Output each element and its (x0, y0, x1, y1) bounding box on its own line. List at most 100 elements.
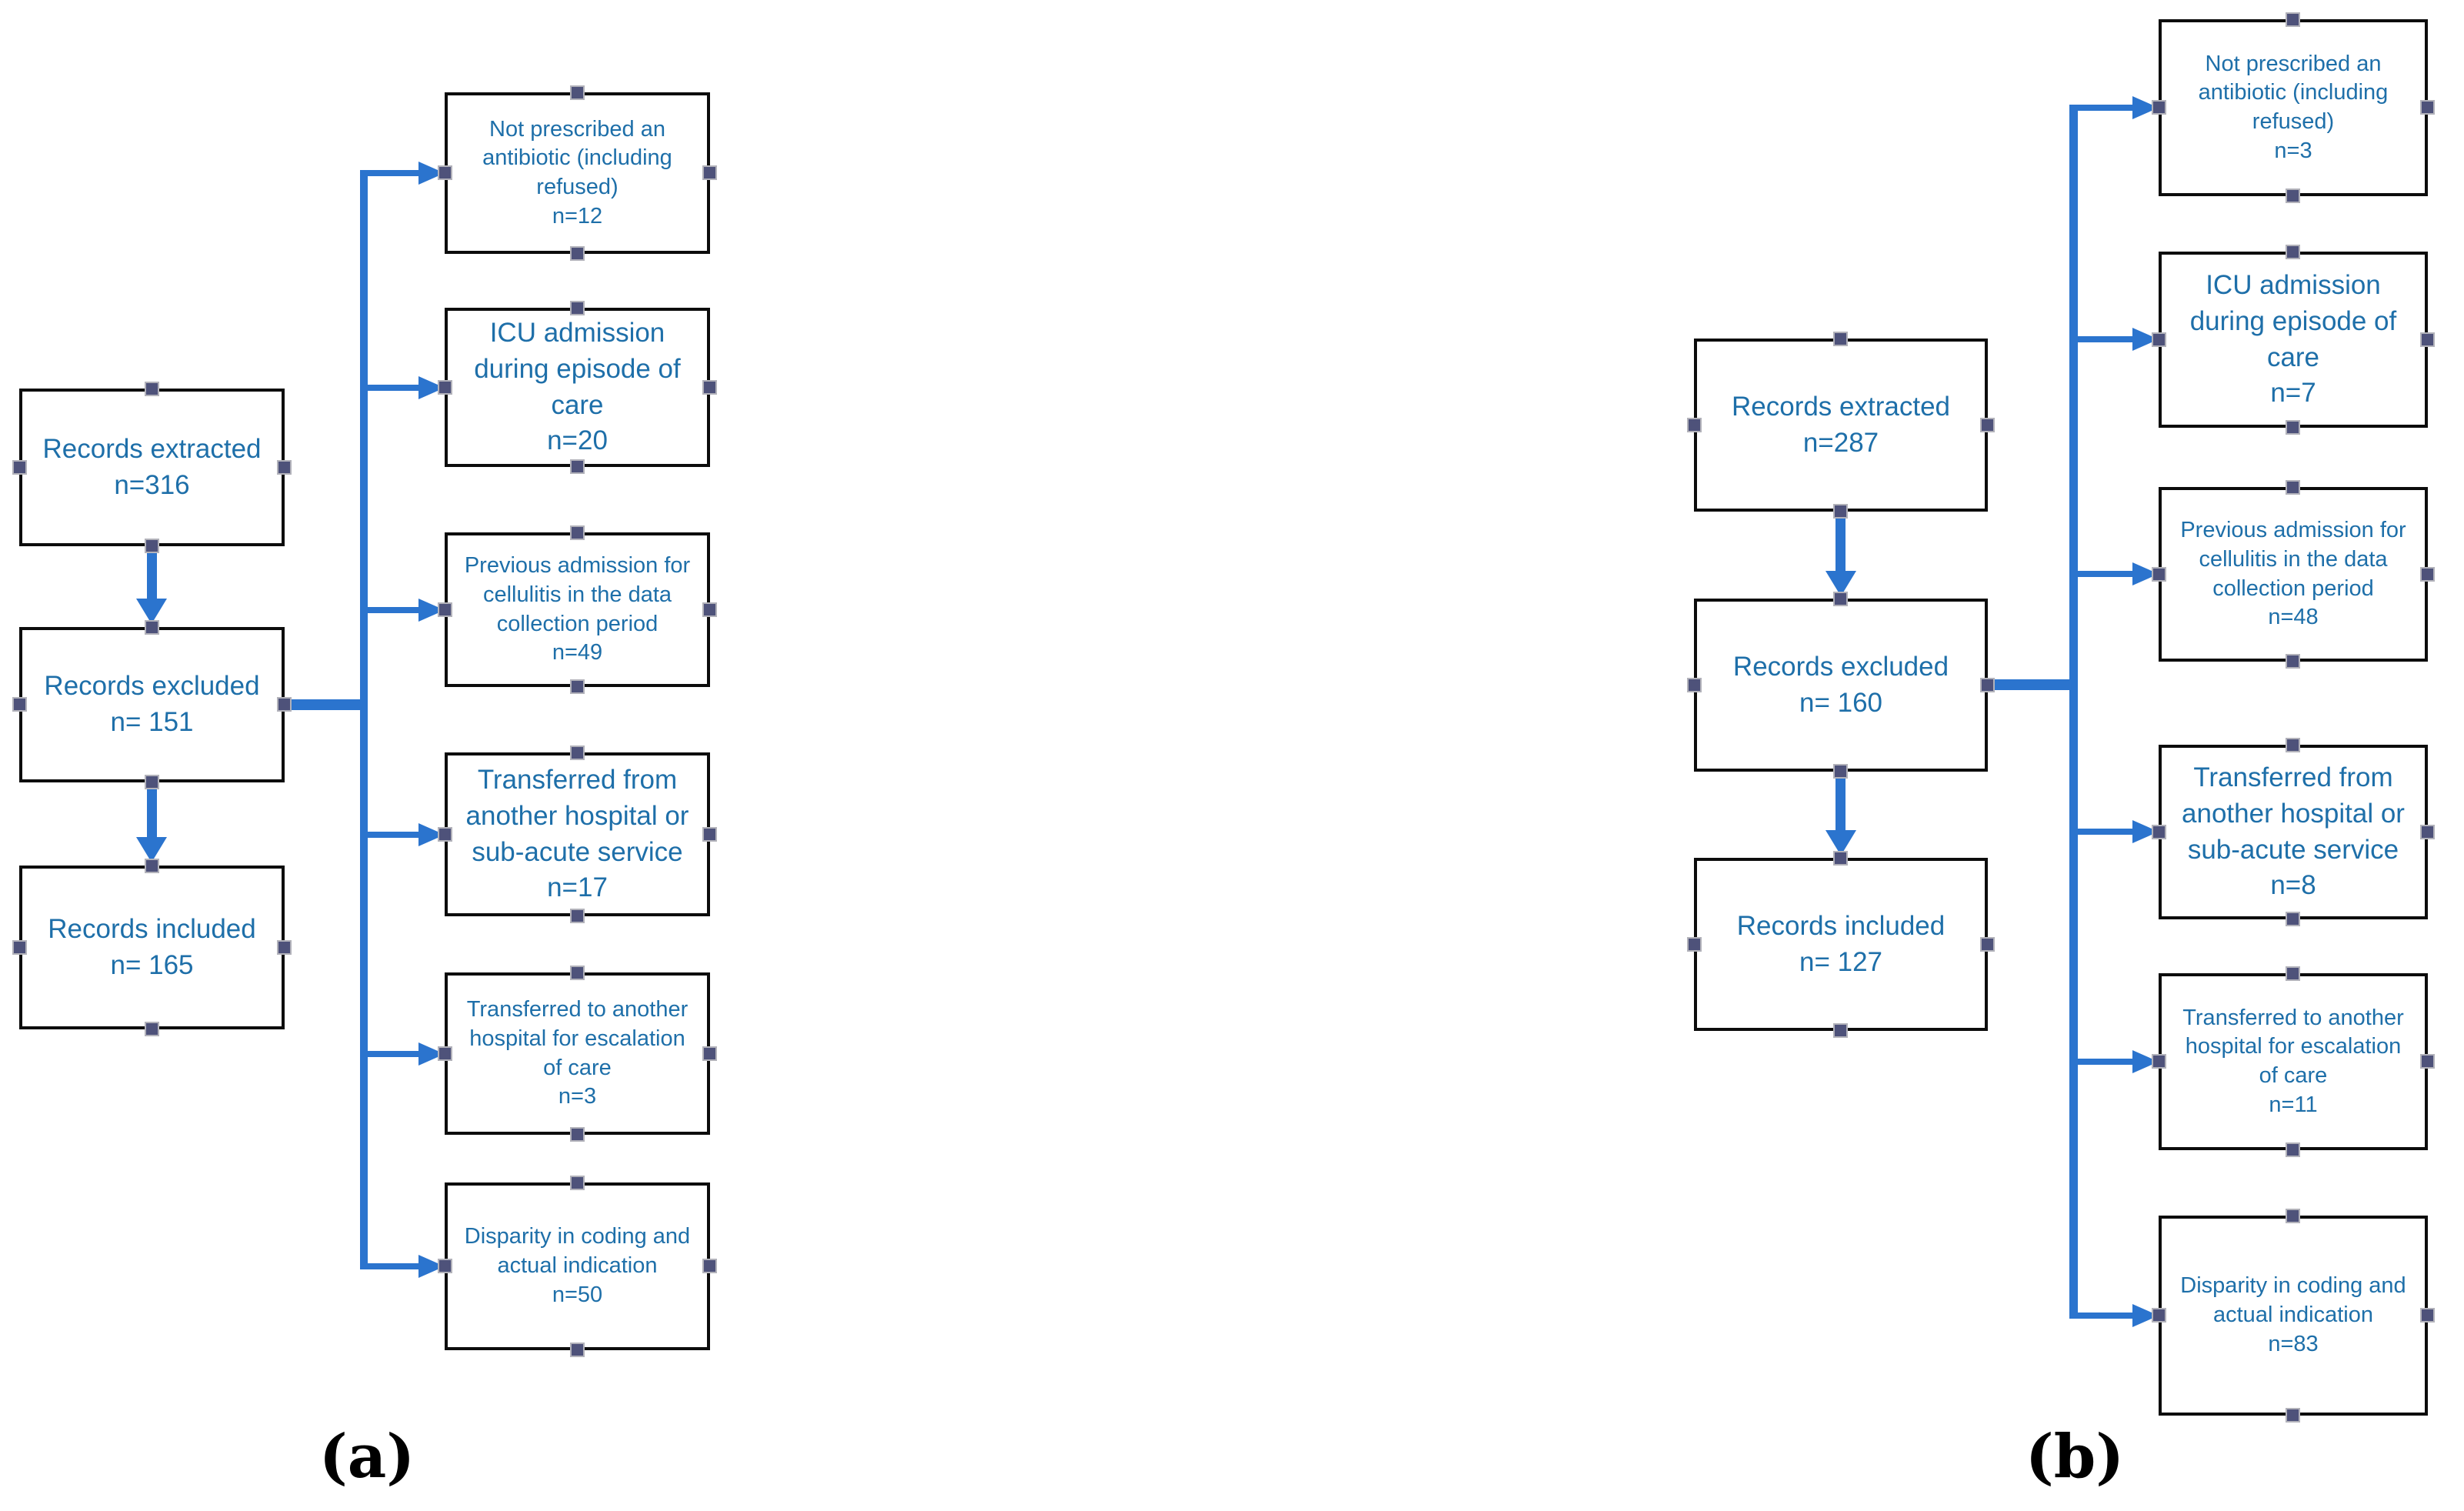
branch-connector-a-4[interactable] (366, 832, 418, 838)
connector-excluded-feeder-a[interactable] (285, 699, 368, 710)
box-records-included-a[interactable]: Records included n= 165 (14, 860, 290, 1035)
box-exclusion-a-4[interactable]: Transferred from another hospital or sub… (439, 747, 715, 922)
arrow-extracted-to-excluded-b[interactable] (1835, 512, 1845, 571)
anchor-handle-left[interactable] (439, 603, 451, 615)
anchor-handle-bottom[interactable] (571, 461, 583, 472)
anchor-handle-right[interactable] (2422, 568, 2433, 580)
anchor-handle-bottom[interactable] (571, 910, 583, 922)
branch-connector-b-1[interactable] (2077, 105, 2132, 111)
box-exclusion-a-2[interactable]: ICU admission during episode of care n=2… (439, 302, 715, 472)
anchor-handle-top[interactable] (2287, 246, 2299, 258)
branch-connector-b-6[interactable] (2077, 1313, 2132, 1319)
branch-connector-a-5[interactable] (366, 1051, 418, 1057)
anchor-handle-top[interactable] (145, 383, 158, 395)
box-records-extracted-b[interactable]: Records extracted n=287 (1689, 333, 1993, 517)
anchor-handle-top[interactable] (1835, 333, 1846, 345)
branch-connector-b-4[interactable] (2077, 829, 2132, 835)
box-exclusion-b-5[interactable]: Transferred to another hospital for esca… (2153, 968, 2433, 1156)
box-records-included-b[interactable]: Records included n= 127 (1689, 852, 1993, 1036)
anchor-handle-left[interactable] (439, 1047, 451, 1059)
anchor-handle-top[interactable] (145, 860, 158, 872)
box-exclusion-a-1[interactable]: Not prescribed an antibiotic (including … (439, 87, 715, 259)
anchor-handle-bottom[interactable] (1835, 766, 1846, 777)
anchor-handle-top[interactable] (2287, 1210, 2299, 1222)
anchor-handle-bottom[interactable] (2287, 422, 2299, 433)
anchor-handle-right[interactable] (2422, 826, 2433, 838)
anchor-handle-bottom[interactable] (571, 1129, 583, 1140)
anchor-handle-right[interactable] (1982, 679, 1993, 691)
anchor-handle-top[interactable] (1835, 852, 1846, 864)
branch-connector-a-6[interactable] (366, 1263, 418, 1269)
branch-connector-a-1[interactable] (366, 170, 418, 176)
anchor-handle-right[interactable] (2422, 1056, 2433, 1067)
anchor-handle-top[interactable] (2287, 14, 2299, 25)
anchor-handle-bottom[interactable] (2287, 913, 2299, 925)
anchor-handle-left[interactable] (1689, 419, 1700, 431)
box-exclusion-b-6[interactable]: Disparity in coding and actual indicatio… (2153, 1210, 2433, 1421)
anchor-handle-right[interactable] (704, 603, 715, 615)
anchor-handle-top[interactable] (571, 1177, 583, 1189)
anchor-handle-bottom[interactable] (1835, 1025, 1846, 1036)
box-records-extracted-a[interactable]: Records extracted n=316 (14, 383, 290, 552)
anchor-handle-bottom[interactable] (1835, 505, 1846, 517)
anchor-handle-right[interactable] (278, 461, 290, 473)
anchor-handle-bottom[interactable] (145, 1023, 158, 1035)
anchor-handle-top[interactable] (571, 967, 583, 979)
anchor-handle-left[interactable] (2153, 826, 2165, 838)
anchor-handle-left[interactable] (439, 167, 451, 178)
anchor-handle-bottom[interactable] (571, 1344, 583, 1356)
box-exclusion-b-3[interactable]: Previous admission for cellulitis in the… (2153, 482, 2433, 667)
anchor-handle-top[interactable] (571, 87, 583, 98)
anchor-handle-right[interactable] (704, 167, 715, 178)
connector-trunk-b[interactable] (2069, 105, 2078, 1319)
box-exclusion-a-6[interactable]: Disparity in coding and actual indicatio… (439, 1177, 715, 1356)
arrow-excluded-to-included-b[interactable] (1835, 772, 1845, 830)
anchor-handle-right[interactable] (1982, 419, 1993, 431)
anchor-handle-left[interactable] (14, 699, 25, 710)
anchor-handle-left[interactable] (439, 1260, 451, 1272)
box-exclusion-b-4[interactable]: Transferred from another hospital or sub… (2153, 739, 2433, 925)
arrow-extracted-to-excluded-a[interactable] (147, 546, 157, 599)
anchor-handle-bottom[interactable] (571, 681, 583, 692)
anchor-handle-bottom[interactable] (2287, 190, 2299, 202)
anchor-handle-top[interactable] (145, 622, 158, 633)
box-records-excluded-b[interactable]: Records excluded n= 160 (1689, 593, 1993, 777)
anchor-handle-bottom[interactable] (571, 248, 583, 259)
anchor-handle-right[interactable] (278, 699, 290, 710)
branch-connector-a-2[interactable] (366, 385, 418, 391)
box-records-excluded-a[interactable]: Records excluded n= 151 (14, 622, 290, 788)
anchor-handle-right[interactable] (704, 1047, 715, 1059)
anchor-handle-left[interactable] (2153, 102, 2165, 113)
anchor-handle-left[interactable] (2153, 568, 2165, 580)
arrow-excluded-to-included-a[interactable] (147, 782, 157, 837)
anchor-handle-right[interactable] (704, 1260, 715, 1272)
branch-connector-b-5[interactable] (2077, 1059, 2132, 1065)
anchor-handle-left[interactable] (439, 828, 451, 840)
anchor-handle-bottom[interactable] (145, 776, 158, 788)
anchor-handle-left[interactable] (14, 941, 25, 953)
anchor-handle-right[interactable] (278, 941, 290, 953)
anchor-handle-bottom[interactable] (2287, 655, 2299, 667)
branch-connector-a-3[interactable] (366, 607, 418, 613)
anchor-handle-right[interactable] (2422, 102, 2433, 113)
anchor-handle-left[interactable] (2153, 1056, 2165, 1067)
anchor-handle-left[interactable] (2153, 1309, 2165, 1321)
anchor-handle-left[interactable] (439, 381, 451, 393)
anchor-handle-bottom[interactable] (2287, 1409, 2299, 1421)
anchor-handle-right[interactable] (2422, 1309, 2433, 1321)
anchor-handle-top[interactable] (571, 302, 583, 314)
box-exclusion-a-5[interactable]: Transferred to another hospital for esca… (439, 967, 715, 1140)
anchor-handle-top[interactable] (571, 747, 583, 759)
anchor-handle-top[interactable] (571, 527, 583, 539)
branch-connector-b-3[interactable] (2077, 571, 2132, 577)
anchor-handle-top[interactable] (2287, 482, 2299, 493)
box-exclusion-b-2[interactable]: ICU admission during episode of care n=7 (2153, 246, 2433, 433)
anchor-handle-right[interactable] (704, 381, 715, 393)
anchor-handle-right[interactable] (2422, 333, 2433, 345)
anchor-handle-right[interactable] (1982, 938, 1993, 950)
connector-trunk-a[interactable] (360, 170, 368, 1269)
anchor-handle-left[interactable] (1689, 938, 1700, 950)
anchor-handle-top[interactable] (1835, 593, 1846, 605)
branch-connector-b-2[interactable] (2077, 336, 2132, 342)
anchor-handle-left[interactable] (1689, 679, 1700, 691)
